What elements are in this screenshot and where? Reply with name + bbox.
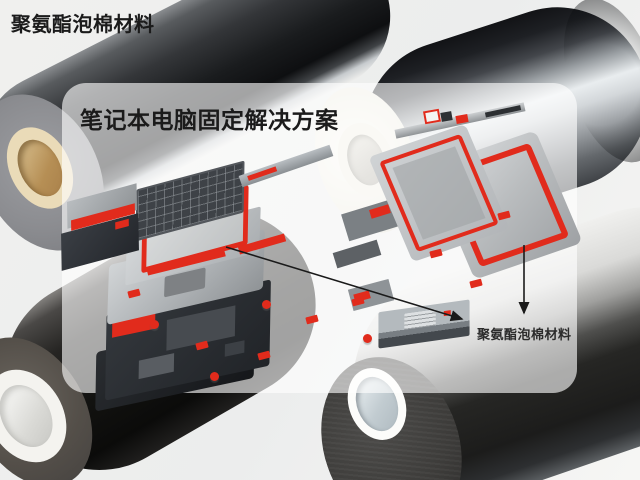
drive-label <box>404 309 436 330</box>
adhesive-dot <box>262 300 271 309</box>
adhesive-dot <box>210 372 219 381</box>
material-annotation: 聚氨酯泡棉材料 <box>477 328 572 343</box>
board-component <box>138 353 175 380</box>
adhesive-pad <box>369 204 391 219</box>
adhesive-chip <box>440 111 453 122</box>
page-title: 聚氨酯泡棉材料 <box>11 12 155 36</box>
adhesive-pad <box>443 310 451 317</box>
panel-caption: 笔记本电脑固定解决方案 <box>80 108 339 134</box>
adhesive-dot <box>150 320 159 329</box>
board-component <box>224 340 245 357</box>
adhesive-chip <box>422 108 442 125</box>
adhesive-pad <box>115 218 129 230</box>
adhesive-dot <box>363 334 372 343</box>
